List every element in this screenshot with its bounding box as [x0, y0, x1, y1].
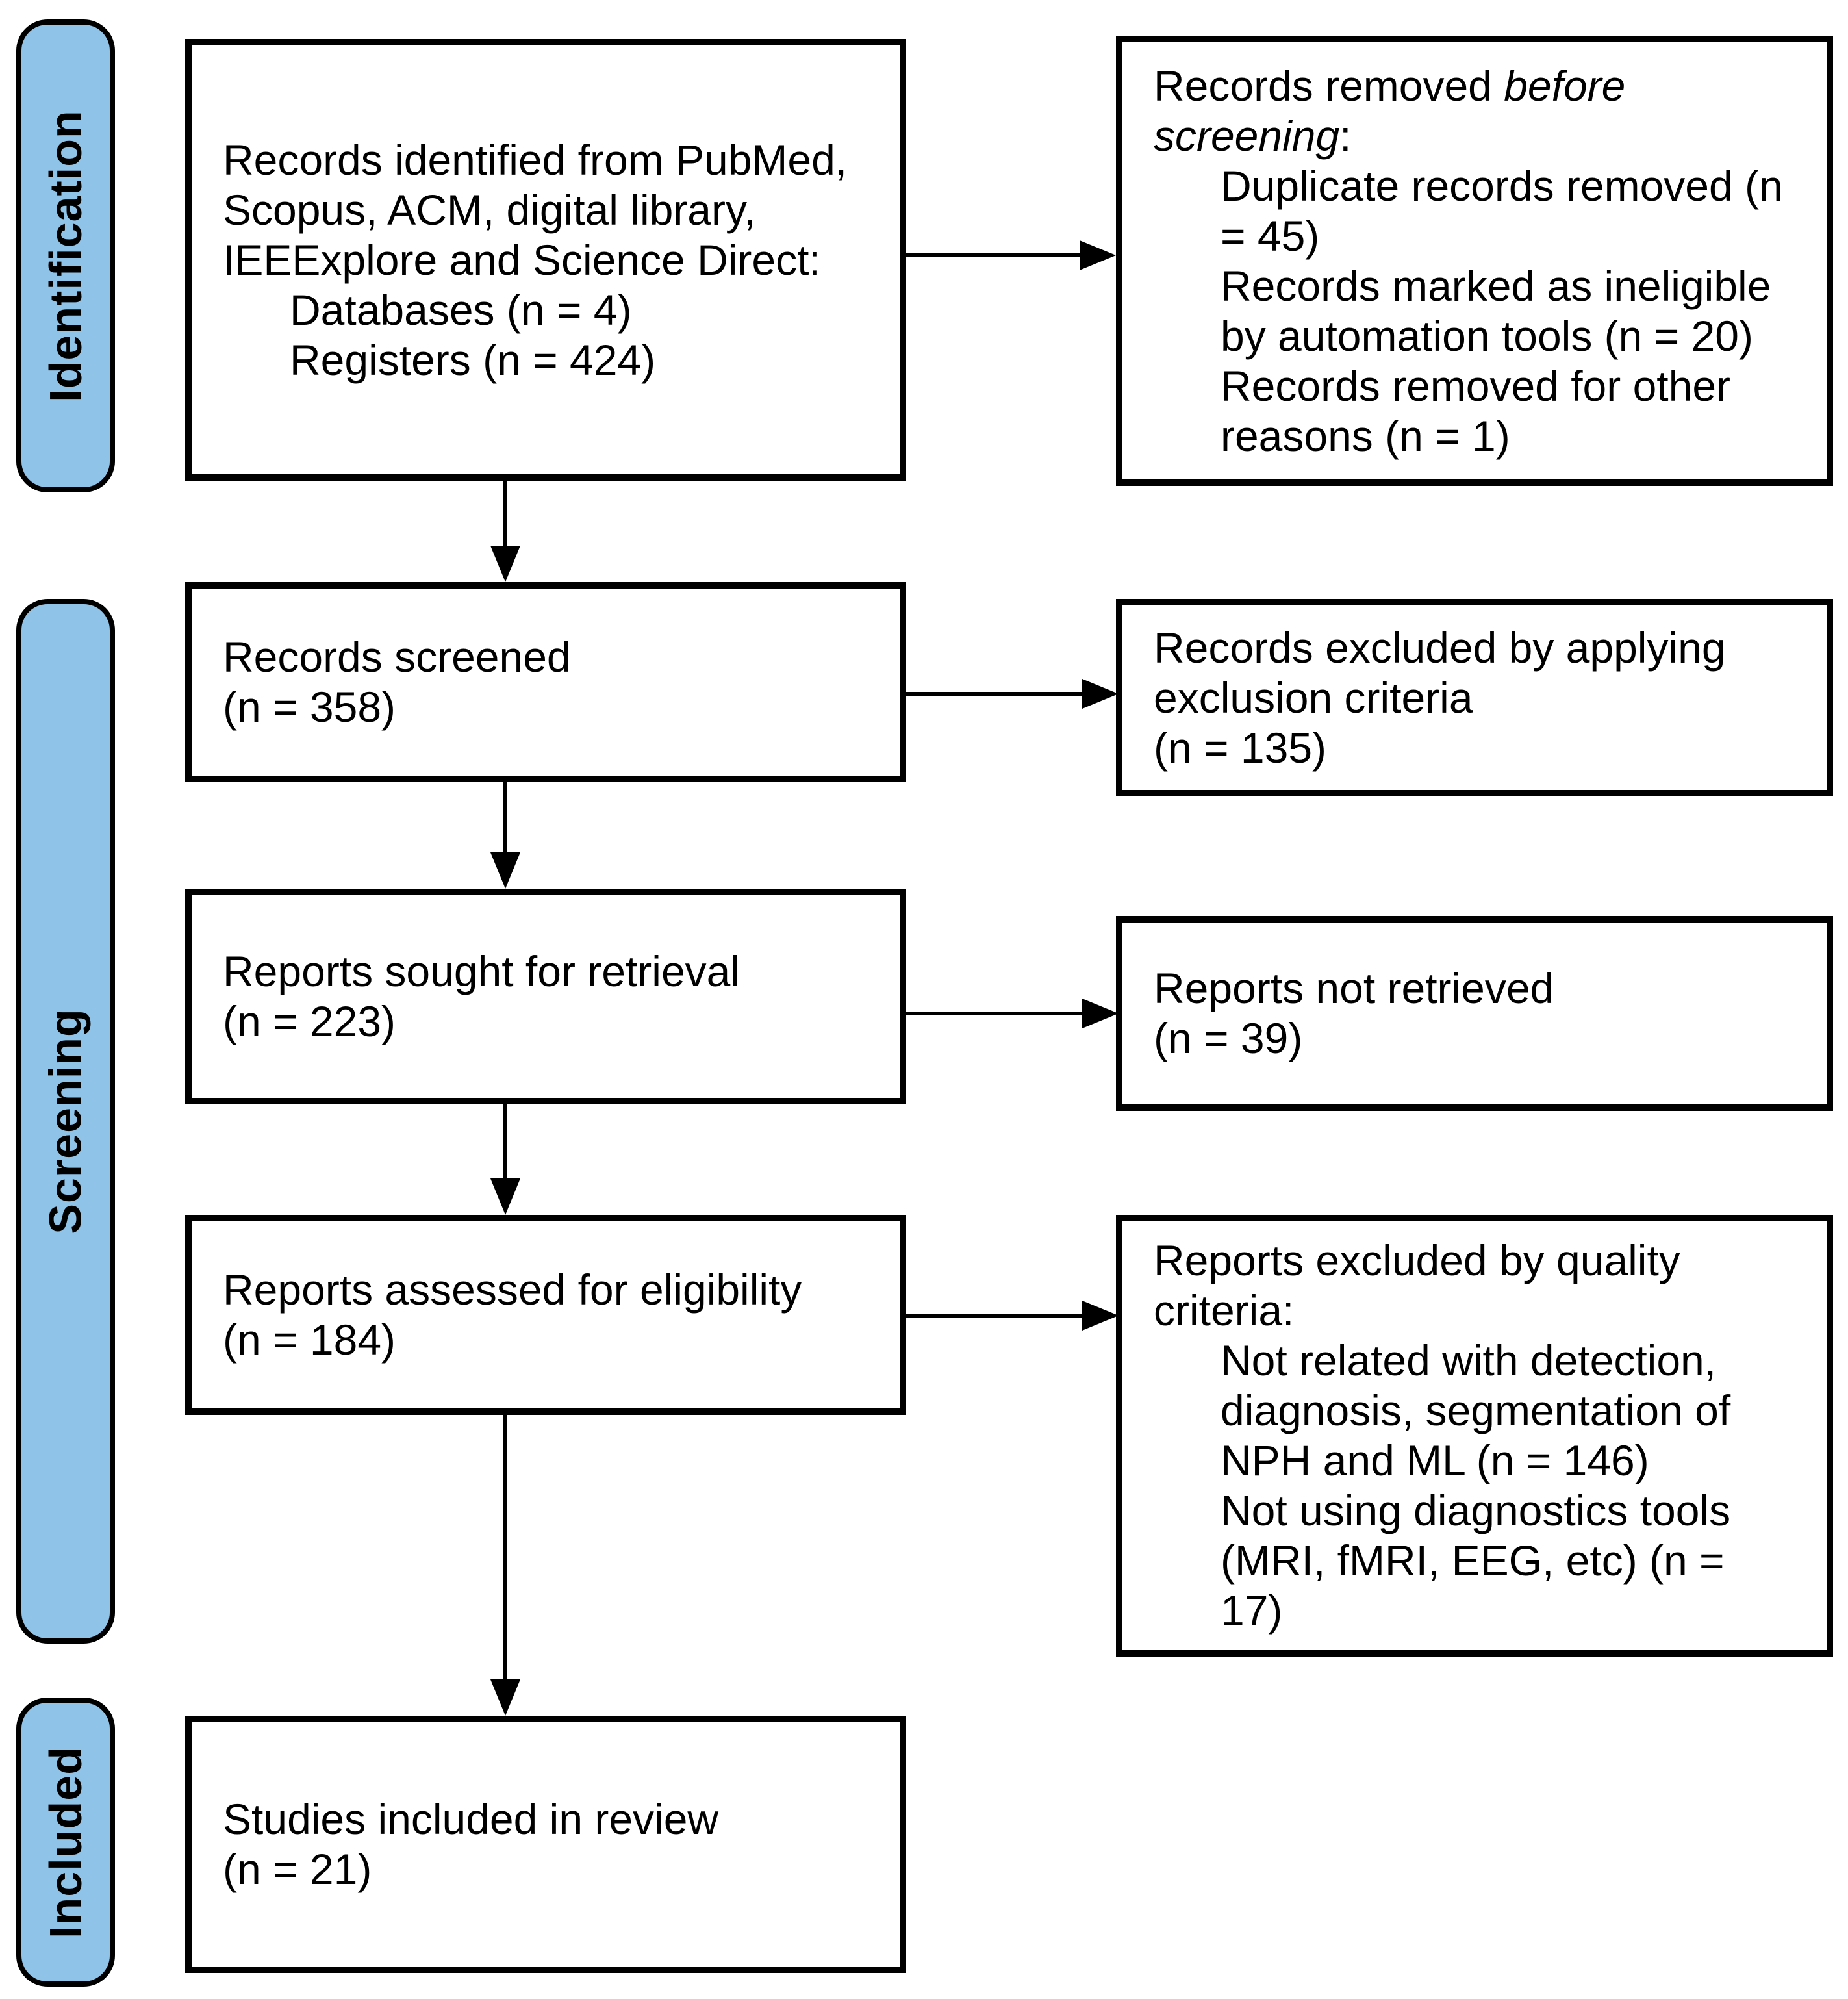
- connector-assessed-to-quality: [906, 1314, 1085, 1318]
- text-line: NPH and ML (n = 146): [1221, 1436, 1649, 1484]
- text-line: (n = 135): [1154, 723, 1326, 772]
- stage-label-screening: Screening: [40, 1008, 92, 1234]
- text-line: Reports sought for retrieval: [223, 947, 740, 995]
- text-line: diagnosis, segmentation of: [1221, 1386, 1731, 1434]
- text-line: (n = 184): [223, 1316, 396, 1364]
- connector-assessed-to-included: [503, 1415, 507, 1682]
- arrowhead-down-icon: [490, 546, 520, 582]
- box-studies-included-text: Studies included in review(n = 21): [223, 1794, 881, 1894]
- text-line: exclusion criteria: [1154, 673, 1473, 722]
- text-line: Reports assessed for eligibility: [223, 1266, 802, 1314]
- arrowhead-down-icon: [490, 852, 520, 889]
- arrowhead-right-icon: [1082, 1301, 1119, 1331]
- stage-pill-screening: Screening: [16, 599, 115, 1644]
- text-line: (n = 358): [223, 683, 396, 731]
- box-reports-assessed: Reports assessed for eligibility(n = 184…: [185, 1215, 906, 1415]
- text-line: Reports not retrieved: [1154, 964, 1554, 1012]
- text-line: criteria:: [1154, 1286, 1295, 1334]
- text-line: Records removed before: [1154, 61, 1626, 110]
- box-reports-sought-text: Reports sought for retrieval(n = 223): [223, 947, 881, 1047]
- text-line: (n = 223): [223, 997, 396, 1045]
- text-line: = 45): [1221, 211, 1320, 260]
- connector-sought-to-not-retrieved: [906, 1012, 1085, 1015]
- arrowhead-right-icon: [1080, 240, 1116, 270]
- arrowhead-down-icon: [490, 1178, 520, 1215]
- arrowhead-right-icon: [1082, 679, 1119, 709]
- text-line: Scopus, ACM, digital library,: [223, 185, 756, 234]
- arrowhead-down-icon: [490, 1679, 520, 1716]
- box-records-identified: Records identified from PubMed,Scopus, A…: [185, 39, 906, 481]
- text-line: Studies included in review: [223, 1795, 719, 1843]
- text-line: Not related with detection,: [1221, 1336, 1717, 1384]
- text-line: Records identified from PubMed,: [223, 135, 848, 184]
- box-records-identified-text: Records identified from PubMed,Scopus, A…: [223, 135, 881, 385]
- connector-identified-to-screened: [503, 481, 507, 548]
- stage-label-identification: Identification: [40, 110, 91, 402]
- text-line: by automation tools (n = 20): [1221, 311, 1753, 360]
- text-line: screening:: [1154, 111, 1352, 160]
- text-line: Records marked as ineligible: [1221, 261, 1771, 310]
- text-line: Duplicate records removed (n: [1221, 161, 1783, 210]
- text-line: Databases (n = 4): [290, 285, 632, 334]
- connector-screened-to-sought: [503, 782, 507, 855]
- connector-identified-to-removed: [906, 253, 1083, 257]
- stage-label-included: Included: [40, 1746, 92, 1939]
- text-line: 17): [1221, 1586, 1283, 1635]
- text-line: Registers (n = 424): [290, 335, 656, 384]
- box-reports-not-retrieved: Reports not retrieved(n = 39): [1116, 916, 1833, 1111]
- box-records-screened-text: Records screened(n = 358): [223, 632, 881, 732]
- box-reports-not-retrieved-text: Reports not retrieved(n = 39): [1154, 963, 1808, 1063]
- stage-pill-identification: Identification: [16, 19, 115, 492]
- text-line: Not using diagnostics tools: [1221, 1486, 1731, 1534]
- arrowhead-right-icon: [1082, 999, 1119, 1028]
- text-line: (n = 21): [223, 1845, 372, 1893]
- text-line: (n = 39): [1154, 1014, 1303, 1062]
- box-studies-included: Studies included in review(n = 21): [185, 1716, 906, 1973]
- text-line: IEEExplore and Science Direct:: [223, 235, 821, 284]
- text-line: (MRI, fMRI, EEG, etc) (n =: [1221, 1536, 1725, 1585]
- box-reports-sought: Reports sought for retrieval(n = 223): [185, 889, 906, 1104]
- text-line: Records removed for other: [1221, 361, 1731, 410]
- text-line: Reports excluded by quality: [1154, 1236, 1680, 1284]
- connector-sought-to-assessed: [503, 1104, 507, 1181]
- box-records-screened: Records screened(n = 358): [185, 582, 906, 782]
- stage-pill-included: Included: [16, 1698, 115, 1987]
- box-reports-assessed-text: Reports assessed for eligibility(n = 184…: [223, 1265, 881, 1365]
- text-line: Records screened: [223, 633, 571, 681]
- text-line: Records excluded by applying: [1154, 623, 1726, 672]
- connector-screened-to-excluded: [906, 692, 1085, 696]
- text-line: reasons (n = 1): [1221, 411, 1510, 460]
